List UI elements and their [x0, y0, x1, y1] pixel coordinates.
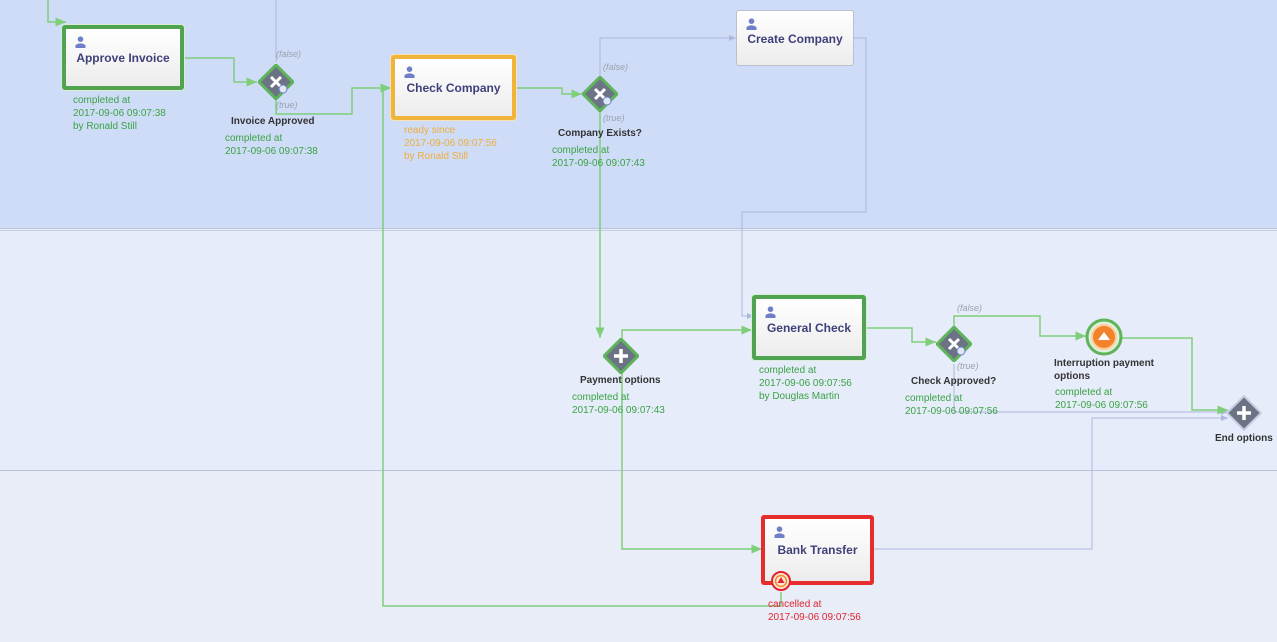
user-icon [404, 66, 415, 78]
task-label: Approve Invoice [76, 50, 170, 65]
escalation-event-icon[interactable] [1085, 318, 1123, 356]
condition-false: (false) [957, 303, 983, 313]
task-label: Create Company [747, 32, 843, 46]
check-company-status: ready since 2017-09-06 09:07:56 by Ronal… [404, 125, 497, 162]
swimlane-3 [0, 471, 1277, 642]
exclusive-gateway-icon[interactable] [936, 326, 972, 362]
approve-invoice-status: completed at 2017-09-06 09:07:38 by Rona… [73, 95, 166, 132]
flow-approve-to-gateway [184, 57, 257, 87]
parallel-gateway-icon[interactable] [1226, 395, 1262, 431]
condition-false: (false) [603, 62, 629, 72]
user-icon [75, 36, 86, 48]
flow-general-to-gateway [866, 327, 936, 347]
check-approved-label: Check Approved? [911, 376, 997, 387]
task-approve-invoice[interactable]: Approve Invoice [62, 25, 184, 90]
payment-options-label: Payment options [580, 375, 661, 386]
flow-invoice-true [275, 83, 391, 115]
task-label: Check Company [406, 80, 501, 95]
invoice-approved-label: Invoice Approved [231, 116, 315, 127]
condition-true: (true) [603, 113, 625, 123]
invoice-approved-status: completed at 2017-09-06 09:07:38 [225, 133, 318, 157]
interruption-payment-label: Interruption payment options [1054, 358, 1155, 382]
payment-options-status: completed at 2017-09-06 09:07:43 [572, 392, 665, 416]
flow-create-company-out [741, 37, 867, 319]
company-exists-status: completed at 2017-09-06 09:07:43 [552, 145, 645, 169]
user-icon [774, 526, 785, 538]
user-icon [765, 306, 776, 318]
flow-check-to-gateway [515, 87, 582, 99]
general-check-status: completed at 2017-09-06 09:07:56 by Doug… [759, 365, 852, 402]
company-exists-label: Company Exists? [558, 128, 642, 139]
parallel-gateway-icon[interactable] [603, 338, 639, 374]
condition-true: (true) [957, 361, 979, 371]
task-label: Bank Transfer [777, 543, 858, 557]
task-general-check[interactable]: General Check [752, 295, 866, 360]
condition-false: (false) [276, 49, 302, 59]
flow-payment-to-general [621, 325, 752, 338]
boundary-error-event-icon[interactable] [771, 571, 791, 591]
flow-check-approved-true [953, 364, 1228, 415]
task-create-company[interactable]: Create Company [736, 10, 854, 66]
interruption-payment-status: completed at 2017-09-06 09:07:56 [1055, 387, 1148, 411]
flow-cancel-loop [380, 83, 782, 607]
user-icon [746, 18, 757, 30]
bank-transfer-status: cancelled at 2017-09-06 09:07:56 [768, 599, 861, 623]
flow-into-approve-invoice [47, 0, 66, 27]
flow-payment-to-bank [621, 372, 762, 554]
flow-interruption-to-end [1122, 337, 1228, 415]
task-label: General Check [766, 320, 852, 335]
exclusive-gateway-icon[interactable] [258, 64, 294, 100]
exclusive-gateway-icon[interactable] [582, 76, 618, 112]
task-check-company[interactable]: Check Company [391, 55, 516, 120]
flow-bank-transfer-out [873, 415, 1228, 550]
end-options-label: End options [1215, 433, 1273, 444]
flow-check-approved-false [953, 315, 1086, 341]
check-approved-status: completed at 2017-09-06 09:07:56 [905, 393, 998, 417]
swimlane-2 [0, 230, 1277, 471]
condition-true: (true) [276, 100, 298, 110]
flow-to-create-company [599, 35, 736, 76]
